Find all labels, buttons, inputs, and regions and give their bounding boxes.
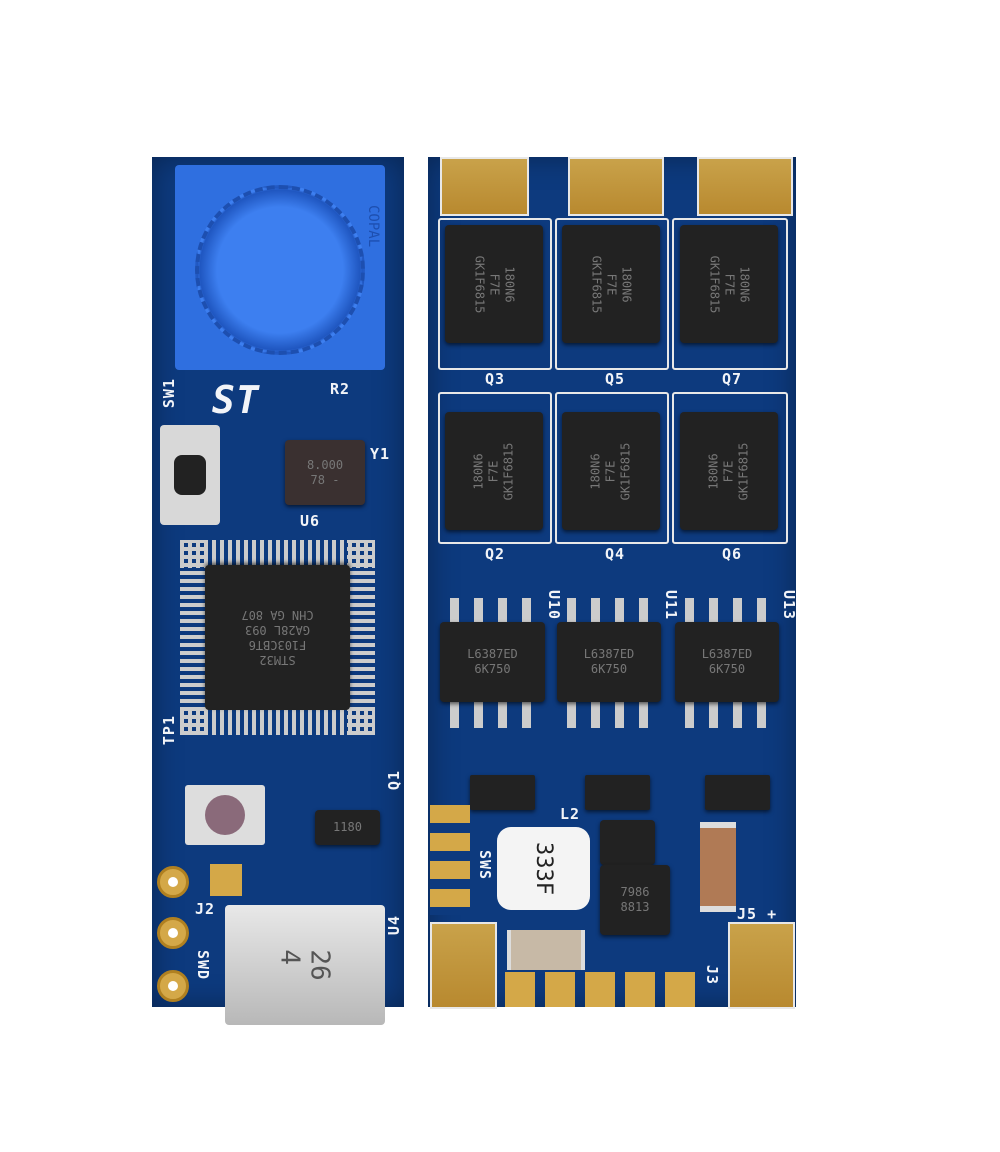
mosfet-marking: 180N6 F7E GK1F6815	[588, 442, 633, 500]
mosfet-q5-outline	[555, 218, 669, 370]
usb-connector[interactable]: 26 4	[225, 905, 385, 1025]
inductor-marking: 333F	[530, 842, 556, 895]
label-l2: L2	[560, 805, 581, 823]
crystal-marking: 8.000 78 -	[306, 457, 344, 487]
square-pad	[210, 864, 242, 896]
rgb-led	[185, 785, 265, 845]
label-u11: U11	[662, 590, 680, 621]
mosfet-q3: 180N6 F7E GK1F6815	[445, 225, 543, 343]
label-q1: Q1	[385, 770, 403, 791]
mosfet-marking: 180N6 F7E GK1F6815	[706, 442, 751, 500]
power-pad-right	[728, 922, 795, 1009]
capacitor-large	[700, 822, 736, 912]
push-button-cap[interactable]	[174, 455, 206, 495]
gate-driver-u10: L6387ED 6K750	[440, 622, 545, 702]
label-r2: R2	[330, 380, 351, 398]
capacitor-bottom	[507, 930, 585, 970]
inductor-l2: 333F	[497, 827, 590, 910]
mosfet-q2-outline	[438, 392, 552, 544]
regulator: 7986 8813	[600, 865, 670, 935]
signal-pads	[430, 805, 470, 915]
driver-marking: L6387ED 6K750	[583, 647, 635, 676]
gate-driver-u13: L6387ED 6K750	[675, 622, 779, 702]
potentiometer-knob	[195, 185, 365, 355]
label-tp1: TP1	[160, 715, 178, 746]
mosfet-q7-outline	[672, 218, 788, 370]
mosfet-q3-outline	[438, 218, 552, 370]
mosfet-q4-outline	[555, 392, 669, 544]
motor-pad-c	[697, 157, 793, 216]
mosfet-q2: 180N6 F7E GK1F6815	[445, 412, 543, 530]
test-pad-2	[157, 917, 189, 949]
mosfet-q7: 180N6 F7E GK1F6815	[680, 225, 778, 343]
connector-j3	[505, 972, 700, 1007]
mosfet-q4: 180N6 F7E GK1F6815	[562, 412, 660, 530]
diode-1	[470, 775, 535, 810]
mosfet-q5: 180N6 F7E GK1F6815	[562, 225, 660, 343]
motor-pad-a	[440, 157, 529, 216]
test-pad-3	[157, 970, 189, 1002]
usb-marking: 26 4	[275, 949, 335, 981]
test-pad-1	[157, 866, 189, 898]
power-pad-left	[430, 922, 497, 1009]
label-swd: SWD	[194, 950, 212, 981]
push-button[interactable]	[160, 425, 220, 525]
label-u6: U6	[300, 512, 321, 530]
label-j2: J2	[195, 900, 216, 918]
label-sw1: SW1	[160, 378, 178, 409]
mosfet-q6-outline	[672, 392, 788, 544]
motor-pad-b	[568, 157, 664, 216]
label-sws: SWS	[476, 850, 494, 881]
label-q6: Q6	[722, 545, 743, 563]
potentiometer: COPAL	[175, 165, 385, 370]
regulator-marking: 7986 8813	[620, 885, 650, 914]
mcu-marking: STM32 F103CBT6 GA28L 093 CHN GA 807	[241, 608, 314, 668]
label-u4: U4	[385, 915, 403, 936]
mosfet-q6: 180N6 F7E GK1F6815	[680, 412, 778, 530]
driver-marking: L6387ED 6K750	[467, 647, 518, 676]
potentiometer-marking: COPAL	[365, 205, 381, 248]
label-j3: J3	[703, 965, 721, 986]
label-u10: U10	[545, 590, 563, 621]
sot-marking: 1180	[333, 820, 362, 834]
mosfet-marking: 180N6 F7E GK1F6815	[472, 255, 517, 313]
label-q3: Q3	[485, 370, 506, 388]
label-q7: Q7	[722, 370, 743, 388]
mosfet-marking: 180N6 F7E GK1F6815	[471, 442, 516, 500]
driver-marking: L6387ED 6K750	[701, 647, 753, 676]
gate-driver-u11: L6387ED 6K750	[557, 622, 661, 702]
label-q2: Q2	[485, 545, 506, 563]
label-y1: Y1	[370, 445, 391, 463]
mosfet-marking: 180N6 F7E GK1F6815	[707, 255, 752, 313]
diode-3	[705, 775, 770, 810]
st-logo: ST	[212, 378, 260, 422]
diode-d4	[600, 820, 655, 865]
label-q5: Q5	[605, 370, 626, 388]
label-j5: J5 +	[737, 905, 778, 923]
transistor-q1: 1180	[315, 810, 380, 845]
crystal-y1: 8.000 78 -	[285, 440, 365, 505]
label-u13: U13	[780, 590, 798, 621]
mosfet-marking: 180N6 F7E GK1F6815	[589, 255, 634, 313]
mcu-stm32: STM32 F103CBT6 GA28L 093 CHN GA 807	[205, 565, 350, 710]
diode-2	[585, 775, 650, 810]
label-q4: Q4	[605, 545, 626, 563]
